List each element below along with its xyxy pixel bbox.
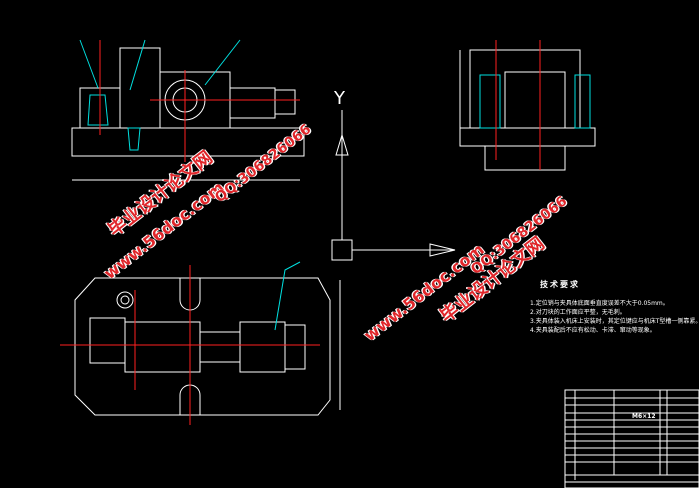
axis-y-label: Y <box>334 88 345 109</box>
title-block-spec: M6×12 <box>632 413 656 420</box>
ucs-icon <box>331 110 456 261</box>
tech-requirement-item: 2.对刀块的工作面应平整，无毛刺。 <box>530 309 626 316</box>
tech-requirement-item: 1.定位销与夹具体底面垂直度误差不大于0.05mm。 <box>530 300 669 307</box>
front-view <box>71 39 305 181</box>
top-view <box>60 261 341 425</box>
tech-requirement-item: 4.夹具装配后不应有松动、卡滞、窜动等现象。 <box>530 327 656 334</box>
tech-requirements-title: 技术要求 <box>540 280 580 289</box>
tech-requirement-item: 3.夹具体装入机床上安装时，其定位键应与机床T型槽一侧靠紧。 <box>530 318 699 325</box>
title-block <box>564 389 699 488</box>
side-view <box>459 40 596 171</box>
